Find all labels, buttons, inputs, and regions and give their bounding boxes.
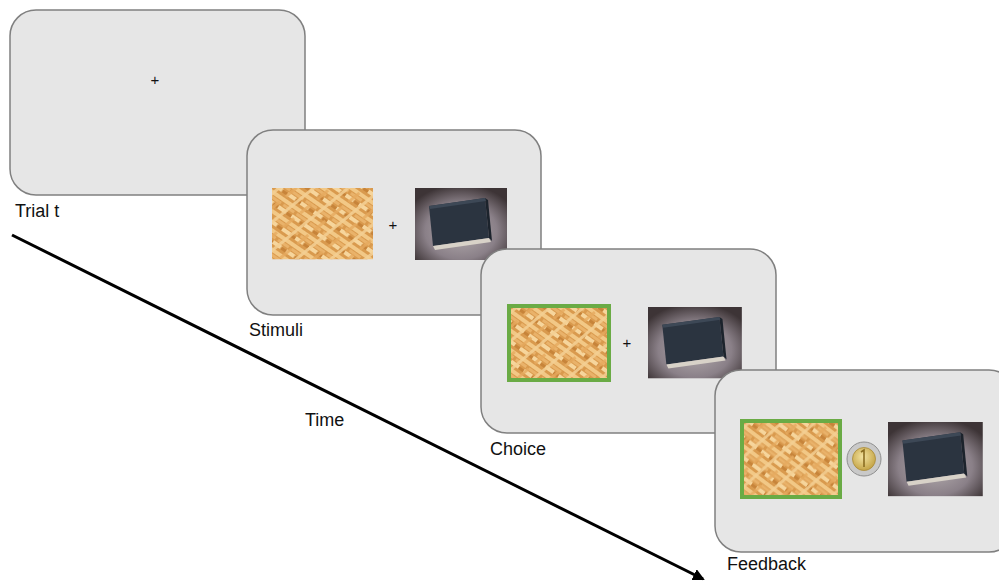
phase-label: Feedback xyxy=(727,555,806,575)
fixation-cross: + xyxy=(151,72,160,89)
book-picture xyxy=(888,422,983,496)
axis-label: Time xyxy=(305,411,344,431)
phase-label: Stimuli xyxy=(249,321,303,341)
fries-picture xyxy=(272,188,373,259)
book-picture xyxy=(415,188,507,260)
euro-coin xyxy=(847,442,881,476)
choice-frame xyxy=(509,306,609,380)
screen-panel: +Trial t xyxy=(10,10,305,195)
book-picture xyxy=(648,307,742,378)
screen-panel: +Stimuli xyxy=(247,130,541,315)
screen-panel xyxy=(715,370,999,552)
fixation-cross: + xyxy=(623,335,632,352)
phase-label: Choice xyxy=(490,440,546,460)
phase-label: Trial t xyxy=(15,202,59,222)
screen-panel: +Choice xyxy=(481,249,776,433)
fixation-cross: + xyxy=(389,217,398,234)
screen-panel: Feedback xyxy=(715,370,999,552)
fries-picture xyxy=(743,422,839,496)
choice-frame xyxy=(742,421,840,497)
fries-picture xyxy=(510,307,608,379)
